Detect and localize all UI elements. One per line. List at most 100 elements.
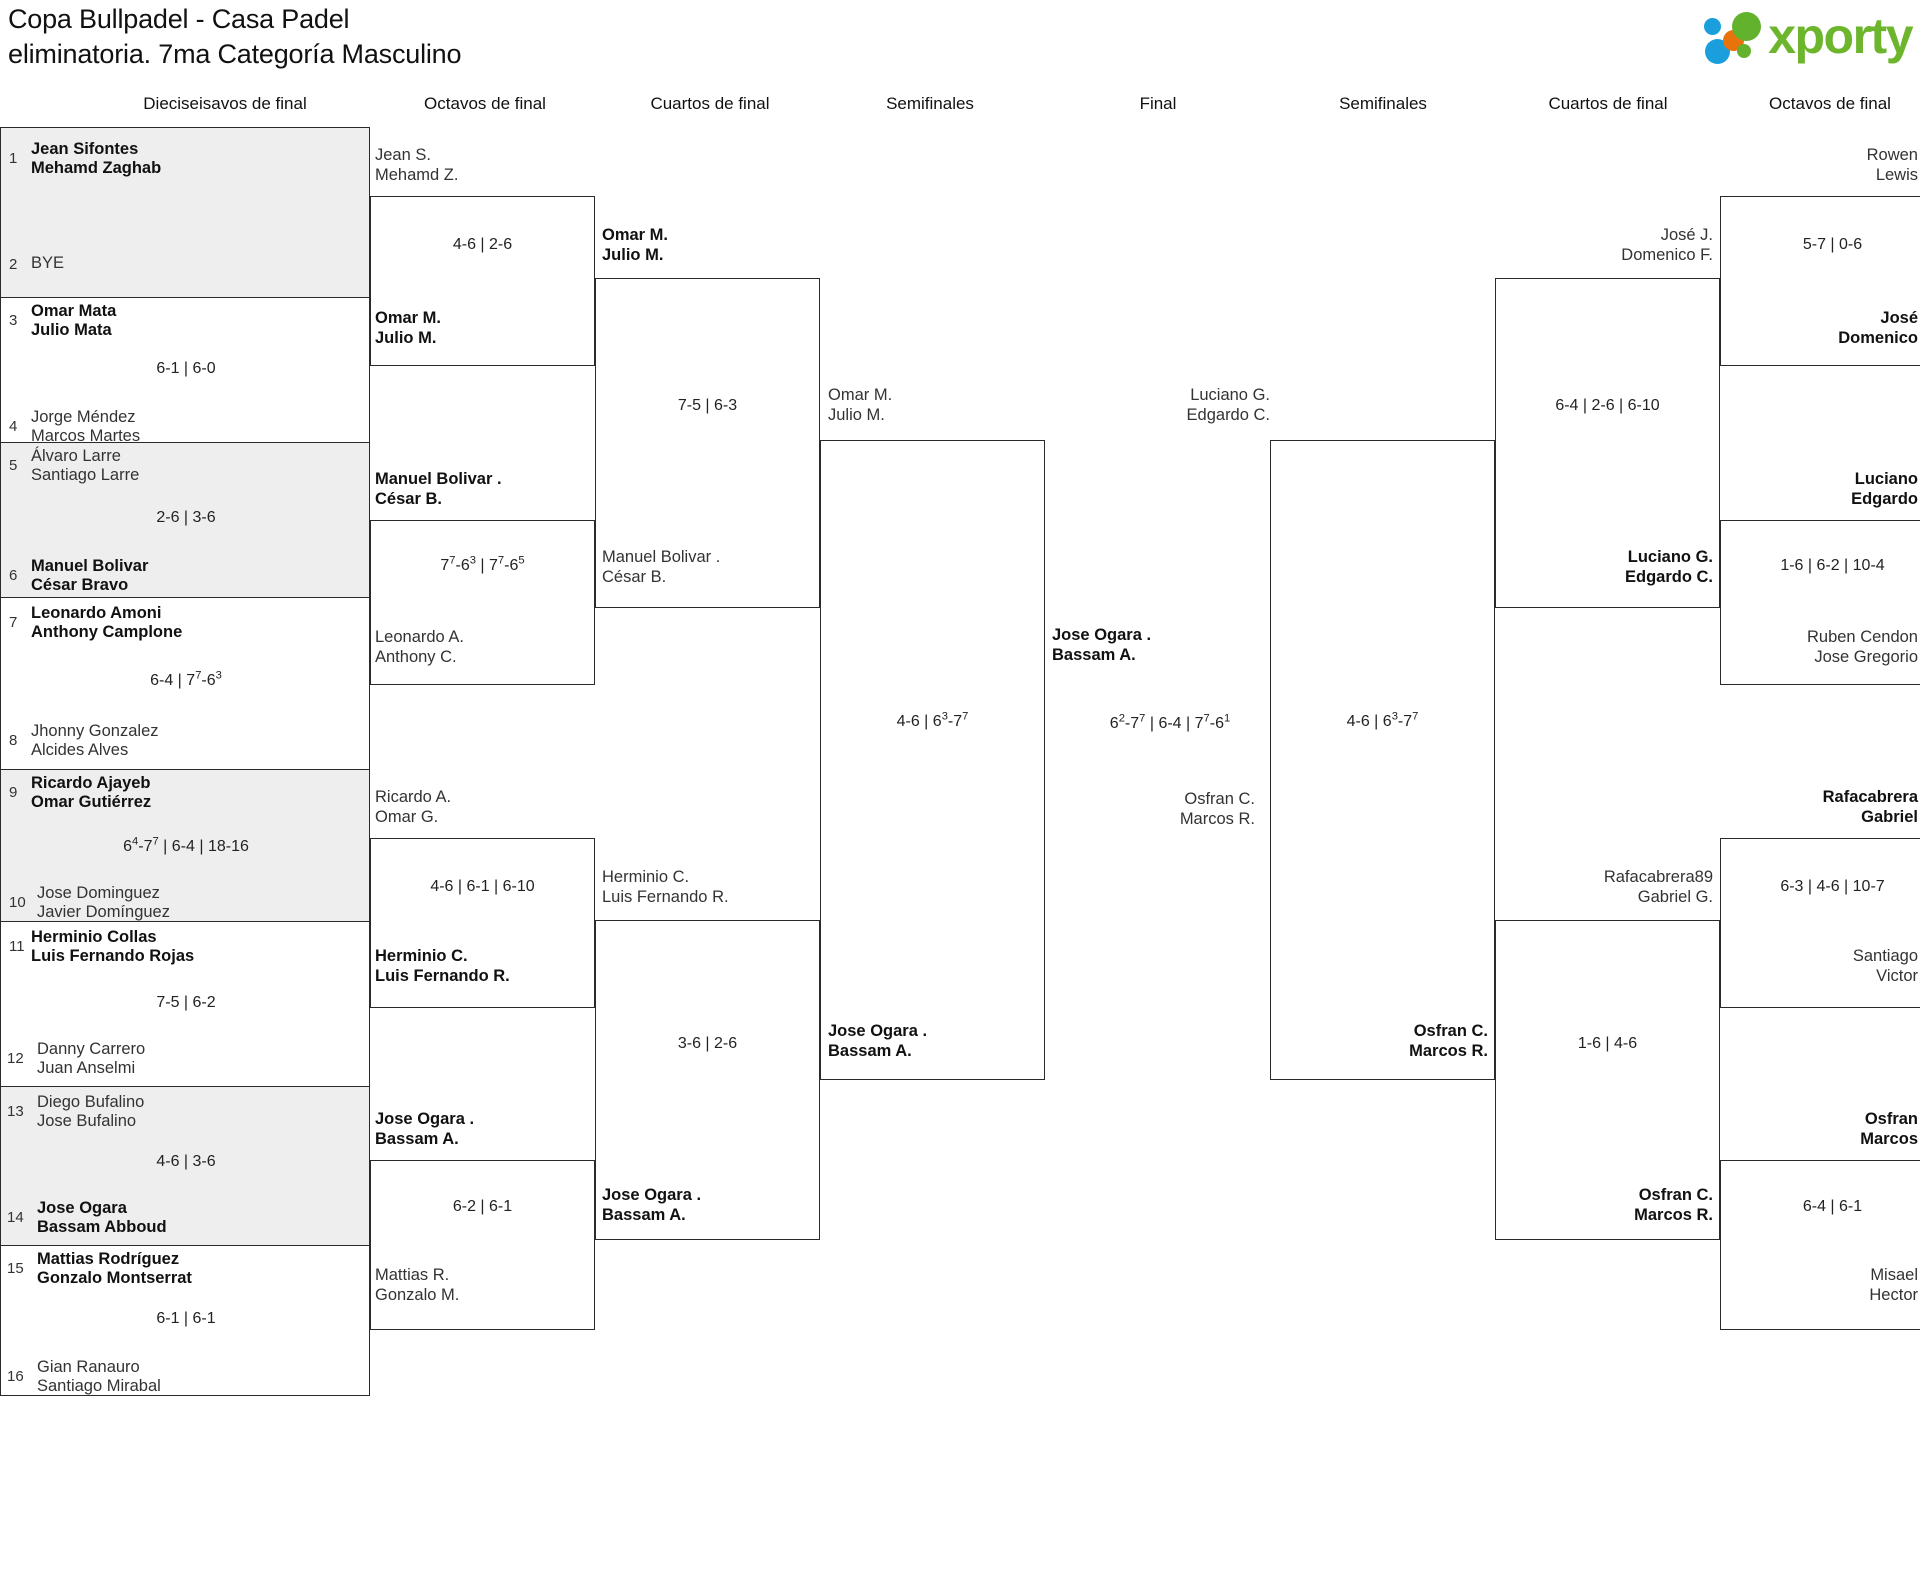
match-score: 4-6 | 63-77 (1346, 710, 1419, 730)
seed-number: 16 (7, 1368, 24, 1385)
semi-right-match[interactable] (1270, 440, 1495, 1080)
match-score: 6-2 | 6-1 (452, 1198, 513, 1215)
round-header-semis-right: Semifinales (1339, 94, 1427, 113)
match-score: 7-5 | 6-3 (677, 397, 738, 414)
match-score: 4-6 | 3-6 (156, 1153, 216, 1170)
octavos-right-match-1[interactable] (1720, 196, 1920, 366)
cuartos-left-match-1[interactable] (595, 278, 820, 608)
seed-number: 3 (9, 312, 18, 329)
semi-left-match[interactable] (820, 440, 1045, 1080)
seed-number: 12 (7, 1050, 24, 1067)
cuartos-right-match-1[interactable] (1495, 278, 1720, 608)
octavos-left-team-top: Jose Ogara .Bassam A. (375, 1110, 475, 1148)
octavos-left-match-4[interactable] (370, 1160, 595, 1330)
cuartos-right-team-bottom: Osfran C.Marcos R. (1634, 1186, 1713, 1224)
seed-number: 14 (7, 1209, 24, 1226)
seed-number: 7 (9, 614, 18, 631)
match-score: 1-6 | 6-2 | 10-4 (1780, 557, 1885, 574)
seed-number: 5 (9, 457, 18, 474)
round-header-semis-left: Semifinales (886, 94, 974, 113)
octavos-left-match-3[interactable] (370, 838, 595, 1008)
round-header-octavos-right: Octavos de final (1769, 94, 1891, 113)
round-header-r16-left: Dieciseisavos de final (143, 94, 307, 113)
cuartos-left-team-bottom: Jose Ogara .Bassam A. (602, 1186, 702, 1224)
logo-wordmark: xporty (1768, 8, 1913, 64)
octavos-right-match-2[interactable] (1720, 520, 1920, 685)
cuartos-right-team-top: José J.Domenico F. (1621, 226, 1713, 264)
match-score: 6-3 | 4-6 | 10-7 (1780, 878, 1885, 895)
octavos-left-team-bottom: Omar M.Julio M. (375, 309, 442, 347)
round-header-cuartos-right: Cuartos de final (1548, 94, 1668, 113)
octavos-right-match-3[interactable] (1720, 838, 1920, 1008)
seed-number: 1 (9, 150, 18, 167)
cuartos-right-match-2[interactable] (1495, 920, 1720, 1240)
octavos-left-team-bottom: Herminio C.Luis Fernando R. (375, 947, 510, 985)
octavos-right-match-4[interactable] (1720, 1160, 1920, 1330)
round-header-octavos-left: Octavos de final (424, 94, 546, 113)
cuartos-left-match-2[interactable] (595, 920, 820, 1240)
seed-number: 13 (7, 1103, 24, 1120)
seed-number: 4 (9, 418, 18, 435)
round-header-cuartos-left: Cuartos de final (650, 94, 770, 113)
semi-right-team-bottom: Osfran C.Marcos R. (1409, 1022, 1488, 1060)
octavos-left-match-1[interactable] (370, 196, 595, 366)
octavos-left-team-bottom: Mattias R.Gonzalo M. (375, 1266, 460, 1304)
logo-dots-icon (1704, 12, 1762, 64)
semi-left-team-bottom: Jose Ogara .Bassam A. (828, 1022, 928, 1060)
match-score: 6-4 | 2-6 | 6-10 (1555, 397, 1660, 414)
octavos-left-team-top: Ricardo A.Omar G. (375, 788, 452, 826)
octavos-left-match-2[interactable] (370, 520, 595, 685)
seed-number: 10 (9, 894, 26, 911)
match-score: 7-5 | 6-2 (156, 994, 216, 1011)
final-score: 62-77 | 6-4 | 77-61 (1109, 712, 1231, 732)
cuartos-left-team-top: Herminio C.Luis Fernando R. (602, 868, 729, 906)
semi-left-team-top: Omar M.Julio M. (828, 386, 893, 424)
round-header-final: Final (1139, 94, 1177, 113)
match-score: 6-1 | 6-1 (156, 1310, 216, 1327)
match-score: 4-6 | 6-1 | 6-10 (430, 878, 535, 895)
match-score: 5-7 | 0-6 (1802, 236, 1863, 253)
match-score: 77-63 | 77-65 (440, 554, 525, 574)
cuartos-left-team-top: Omar M.Julio M. (602, 226, 669, 264)
match-score: 64-77 | 6-4 | 18-16 (123, 835, 249, 855)
title-line-2: eliminatoria. 7ma Categoría Masculino (8, 39, 462, 70)
seed-number: 15 (7, 1260, 24, 1277)
seed-number: 8 (9, 732, 18, 749)
match-score: 3-6 | 2-6 (677, 1035, 738, 1052)
title-line-1: Copa Bullpadel - Casa Padel (8, 4, 350, 34)
match-score: 2-6 | 3-6 (156, 509, 216, 526)
seed-number: 9 (9, 784, 18, 801)
match-score: 6-4 | 77-63 (150, 669, 222, 689)
match-score: 6-4 | 6-1 (1802, 1198, 1863, 1215)
seed-number: 2 (9, 256, 18, 273)
seed-number: 6 (9, 567, 18, 584)
semi-right-team-top: Luciano G.Edgardo C. (1186, 386, 1270, 424)
octavos-left-team-top: Jean S.Mehamd Z. (375, 146, 459, 184)
